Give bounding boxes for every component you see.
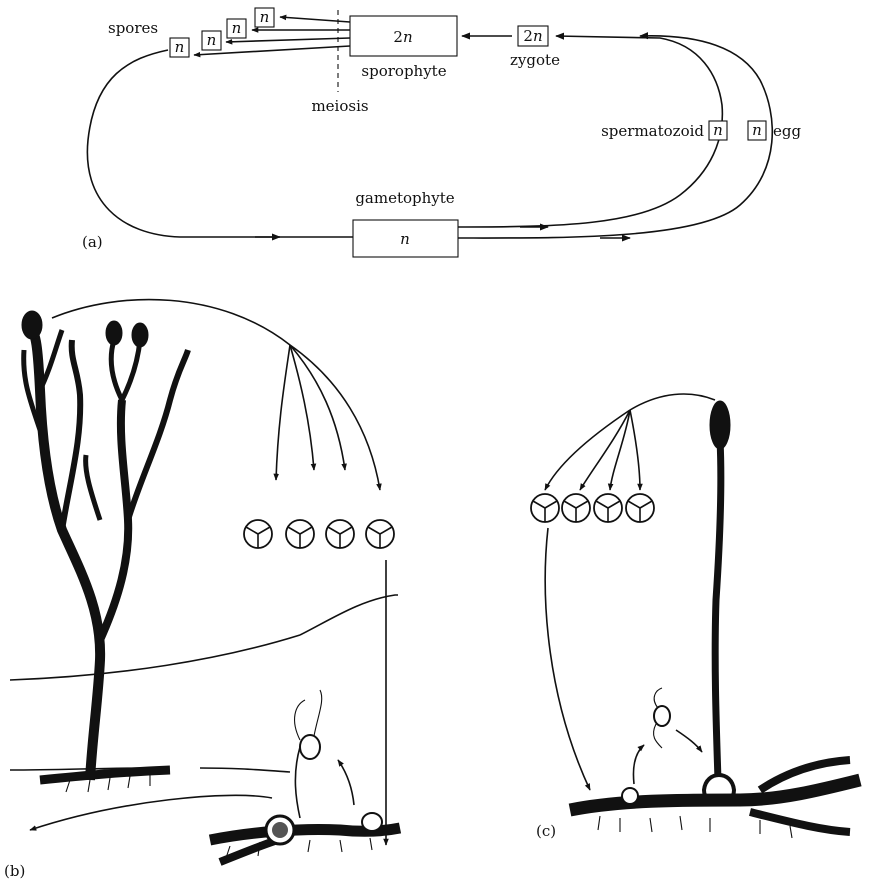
panel-b-illustration: (b) bbox=[4, 300, 400, 880]
panel-c-illustration: (c) bbox=[531, 394, 860, 840]
gametophyte-label: gametophyte bbox=[355, 189, 454, 207]
spore-arrow bbox=[226, 38, 350, 42]
svg-text:2n: 2n bbox=[523, 27, 542, 45]
spores-to-gametophyte-loop bbox=[87, 50, 353, 237]
egg-label: egg bbox=[773, 122, 801, 140]
fertilization-detail bbox=[633, 688, 702, 784]
gametophyte-plant bbox=[210, 813, 400, 862]
spore-tetrad bbox=[531, 494, 654, 522]
svg-text:n: n bbox=[232, 19, 242, 37]
svg-text:n: n bbox=[752, 121, 762, 139]
spermatozoid-label: spermatozoid bbox=[601, 122, 704, 140]
panel-b-label: (b) bbox=[4, 862, 25, 880]
svg-text:n: n bbox=[713, 121, 723, 139]
svg-text:n: n bbox=[260, 8, 270, 26]
meiosis-label: meiosis bbox=[311, 97, 368, 115]
return-arrow bbox=[30, 795, 272, 830]
spermatozoid-box: n bbox=[709, 121, 727, 140]
svg-text:n: n bbox=[175, 38, 185, 56]
gametophyte-box: n bbox=[353, 220, 458, 257]
spore-box: n bbox=[170, 38, 189, 57]
fertilization-detail bbox=[295, 690, 354, 818]
capsule-sporophyte bbox=[704, 401, 734, 804]
panel-a-life-cycle: 2n sporophyte n n n n spores meiosis bbox=[82, 8, 801, 257]
panel-a-label: (a) bbox=[82, 233, 103, 251]
sporophyte-plant bbox=[22, 311, 188, 792]
zygote-label: zygote bbox=[510, 51, 560, 69]
spore-box: n bbox=[255, 8, 274, 27]
spore-tetrad bbox=[244, 520, 394, 548]
spores-label: spores bbox=[108, 19, 158, 37]
dispersal-curve bbox=[52, 300, 290, 345]
dispersal-curve bbox=[630, 394, 715, 410]
spore-box: n bbox=[227, 19, 246, 38]
spore-box: n bbox=[202, 31, 221, 50]
spore-arrow bbox=[280, 17, 350, 22]
sporophyte-label: sporophyte bbox=[361, 62, 446, 80]
egg-box: n bbox=[748, 121, 766, 140]
panel-c-label: (c) bbox=[536, 822, 556, 840]
sporophyte-box: 2n bbox=[350, 16, 457, 56]
spore-fall-arrow bbox=[545, 528, 590, 790]
sporophyte-ploidy: 2n bbox=[393, 28, 412, 46]
svg-text:n: n bbox=[400, 230, 410, 248]
svg-text:n: n bbox=[207, 31, 217, 49]
zygote-box: 2n bbox=[518, 26, 548, 46]
ground-line bbox=[10, 635, 300, 680]
